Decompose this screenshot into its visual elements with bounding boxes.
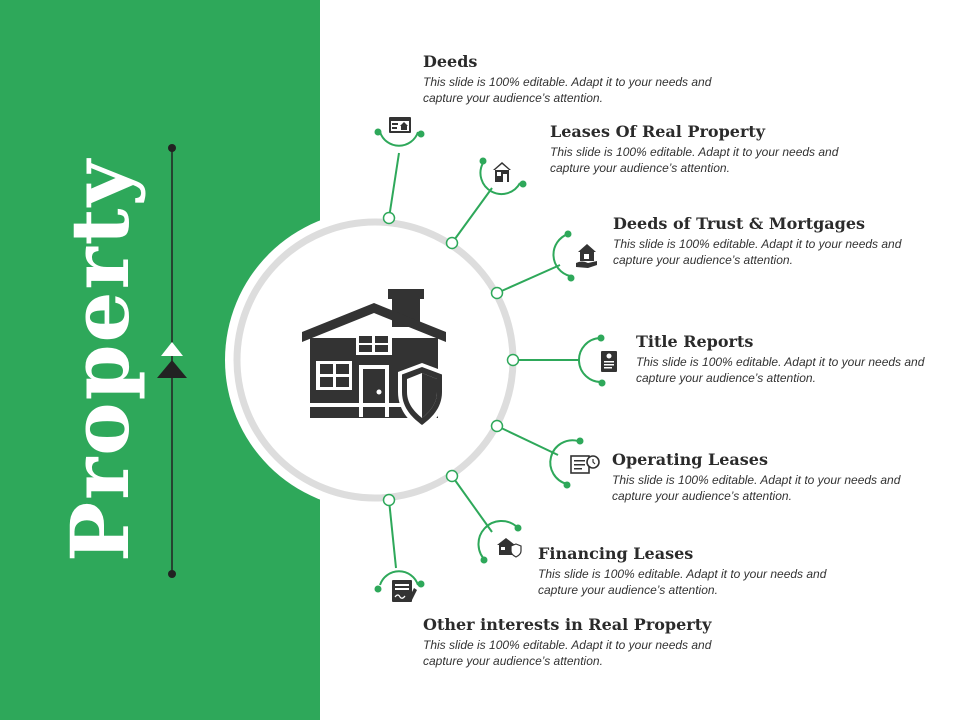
item-title: Leases Of Real Property — [550, 122, 766, 141]
item-title: Deeds — [423, 52, 478, 71]
item-description: This slide is 100% editable. Adapt it to… — [636, 355, 925, 385]
item-description: This slide is 100% editable. Adapt it to… — [550, 145, 839, 175]
item-description: This slide is 100% editable. Adapt it to… — [538, 567, 827, 597]
item-title: Operating Leases — [612, 450, 768, 469]
item-title: Title Reports — [636, 332, 754, 351]
house-shield-small-icon — [497, 538, 522, 558]
item-title-reports: Title Reports This slide is 100% editabl… — [636, 332, 946, 386]
house-icon — [493, 162, 511, 182]
connector-deeds — [374, 128, 425, 225]
connector-leases-real-property — [445, 157, 527, 250]
item-description: This slide is 100% editable. Adapt it to… — [612, 473, 901, 503]
document-pin-icon — [601, 351, 617, 372]
item-operating-leases: Operating Leases This slide is 100% edit… — [612, 450, 922, 504]
item-description: This slide is 100% editable. Adapt it to… — [613, 237, 902, 267]
item-other-interests: Other interests in Real Property This sl… — [423, 615, 733, 669]
item-title: Deeds of Trust & Mortgages — [613, 214, 866, 233]
item-description: This slide is 100% editable. Adapt it to… — [423, 638, 712, 668]
item-leases-of-real-property: Leases Of Real Property This slide is 10… — [550, 122, 860, 176]
certificate-icon — [389, 117, 411, 133]
item-title: Financing Leases — [538, 544, 694, 563]
item-description: This slide is 100% editable. Adapt it to… — [423, 75, 712, 105]
item-title: Other interests in Real Property — [423, 615, 712, 634]
item-financing-leases: Financing Leases This slide is 100% edit… — [538, 544, 848, 598]
connector-financing-leases — [445, 469, 522, 564]
item-deeds-of-trust-mortgages: Deeds of Trust & Mortgages This slide is… — [613, 214, 923, 268]
document-clock-icon — [570, 455, 600, 474]
connector-title-reports — [506, 334, 606, 387]
connector-operating-leases — [490, 419, 584, 489]
triangle-marker — [157, 342, 187, 378]
connector-other-interests — [374, 493, 425, 593]
item-deeds: Deeds This slide is 100% editable. Adapt… — [423, 52, 733, 106]
house-hand-icon — [576, 244, 597, 268]
house-shield-icon — [302, 289, 446, 430]
contract-sign-icon — [392, 580, 417, 602]
connector-deeds-trust-mortgages — [490, 230, 575, 300]
